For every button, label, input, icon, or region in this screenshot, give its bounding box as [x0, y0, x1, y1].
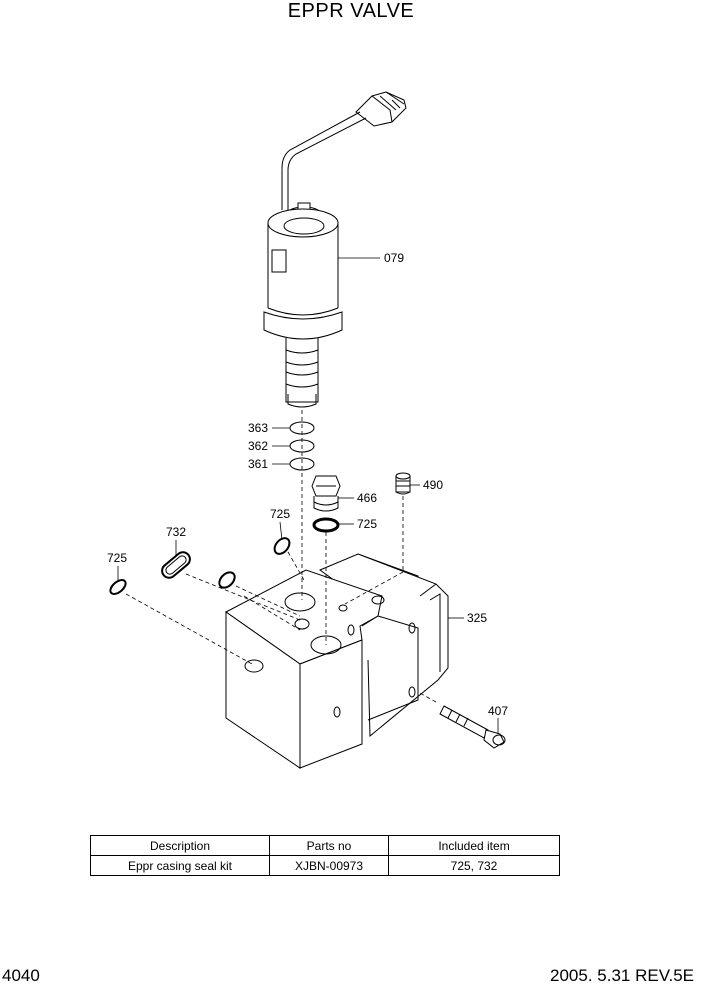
callout-466: 466: [357, 491, 377, 505]
callout-361: 361: [248, 457, 268, 471]
callout-leader-lines: [117, 257, 499, 734]
o-ring-725-upper: [273, 537, 291, 555]
connector-plug: [355, 91, 407, 127]
parts-table: Description Parts no Included item Eppr …: [90, 835, 560, 876]
valve-casing: [225, 553, 449, 769]
solenoid-cable: [281, 111, 367, 210]
solenoid-body: [263, 202, 343, 408]
assembly-guide-lines: [125, 410, 437, 703]
callout-490: 490: [423, 478, 443, 492]
callout-363: 363: [248, 421, 268, 435]
table-row: Eppr casing seal kit XJBN-00973 725, 732: [90, 855, 560, 876]
set-screw-490: [395, 472, 411, 495]
o-ring-725-left: [109, 579, 127, 595]
callout-407: 407: [488, 704, 508, 718]
header-included-item: Included item: [388, 835, 560, 856]
callout-725-left: 725: [107, 551, 127, 565]
plug-466: [311, 475, 341, 512]
callout-725-center: 725: [357, 517, 377, 531]
o-ring-725-mid: [218, 571, 236, 589]
callout-325: 325: [467, 611, 487, 625]
cell-description: Eppr casing seal kit: [90, 855, 270, 876]
callout-079: 079: [384, 251, 404, 265]
seal-732: [161, 551, 191, 579]
page-title: EPPR VALVE: [287, 0, 415, 22]
callout-362: 362: [248, 439, 268, 453]
cell-included-item: 725, 732: [388, 855, 560, 876]
callout-725-upper: 725: [270, 507, 290, 521]
revision-date: 2005. 5.31 REV.5E: [550, 966, 694, 985]
cell-parts-no: XJBN-00973: [269, 855, 389, 876]
page-number: 4040: [2, 966, 40, 985]
o-ring-725-center: [312, 517, 340, 533]
bolt-407: [439, 705, 506, 749]
header-description: Description: [90, 835, 270, 856]
table-header-row: Description Parts no Included item: [90, 835, 560, 856]
callout-732: 732: [166, 525, 186, 539]
header-parts-no: Parts no: [269, 835, 389, 856]
